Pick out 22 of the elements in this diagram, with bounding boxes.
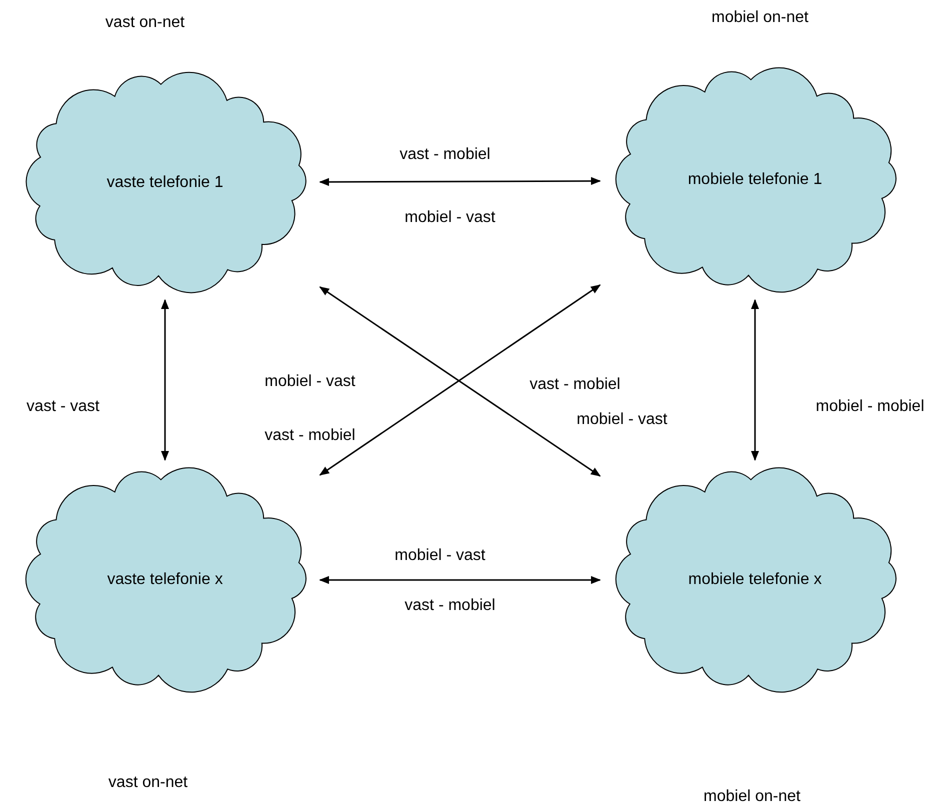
flow-label: vast on-net bbox=[105, 14, 185, 32]
flow-label: vast - mobiel bbox=[530, 376, 620, 394]
flow-label: mobiel - vast bbox=[404, 209, 496, 227]
node-label: vaste telefonie 1 bbox=[106, 174, 224, 192]
flow-label: mobiel - vast bbox=[264, 373, 356, 391]
flow-label: vast - mobiel bbox=[400, 146, 490, 164]
double-arrow bbox=[319, 576, 601, 584]
double-arrow bbox=[751, 299, 759, 461]
flow-label: mobiel - vast bbox=[394, 547, 486, 565]
double-arrow bbox=[161, 299, 169, 461]
flow-label: mobiel - vast bbox=[576, 411, 668, 429]
flow-label: mobiel on-net bbox=[704, 788, 800, 806]
flow-label: vast - mobiel bbox=[404, 597, 496, 615]
double-arrow bbox=[319, 177, 601, 186]
flow-label: mobiel - mobiel bbox=[816, 398, 924, 416]
flow-label: mobiel on-net bbox=[712, 9, 808, 27]
node-label: mobiele telefonie x bbox=[688, 571, 822, 589]
flow-label: vast on-net bbox=[108, 774, 188, 792]
node-label: vaste telefonie x bbox=[107, 571, 223, 589]
flow-label: vast - mobiel bbox=[264, 427, 356, 445]
flow-label: vast - vast bbox=[26, 398, 100, 416]
node-label: mobiele telefonie 1 bbox=[688, 171, 822, 189]
